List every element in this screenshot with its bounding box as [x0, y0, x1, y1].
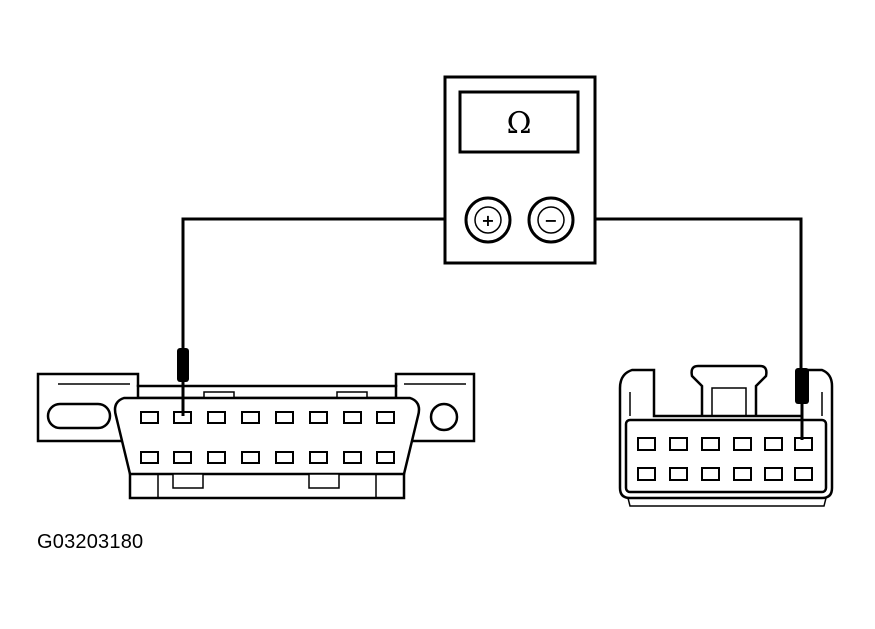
dlc-right-hole	[429, 402, 459, 432]
dlc-left-slot	[46, 402, 112, 430]
negative-probe	[795, 368, 809, 440]
positive-symbol: +	[481, 211, 494, 230]
test-leads	[181, 217, 803, 370]
module-connector	[618, 364, 834, 507]
negative-symbol: −	[544, 211, 557, 230]
negative-terminal: −	[527, 196, 575, 244]
dlc-pins-row-2	[140, 451, 395, 464]
positive-lead-wire	[181, 217, 466, 350]
negative-lead-wire	[575, 217, 803, 370]
connector-pins-row-1	[637, 437, 813, 451]
dlc-pins-row-1	[140, 411, 395, 424]
positive-probe	[177, 348, 189, 416]
meter-display	[458, 90, 580, 154]
obd-ii-data-link-connector	[36, 372, 476, 500]
positive-terminal: +	[464, 196, 512, 244]
connector-face	[624, 418, 828, 494]
ohm-symbol: Ω	[507, 106, 532, 141]
figure-id-label: G03203180	[37, 531, 144, 553]
multimeter-ohms-icon: Ω + −	[443, 75, 597, 265]
connector-pins-row-2	[637, 467, 813, 481]
dlc-bottom-skirt	[128, 472, 406, 500]
